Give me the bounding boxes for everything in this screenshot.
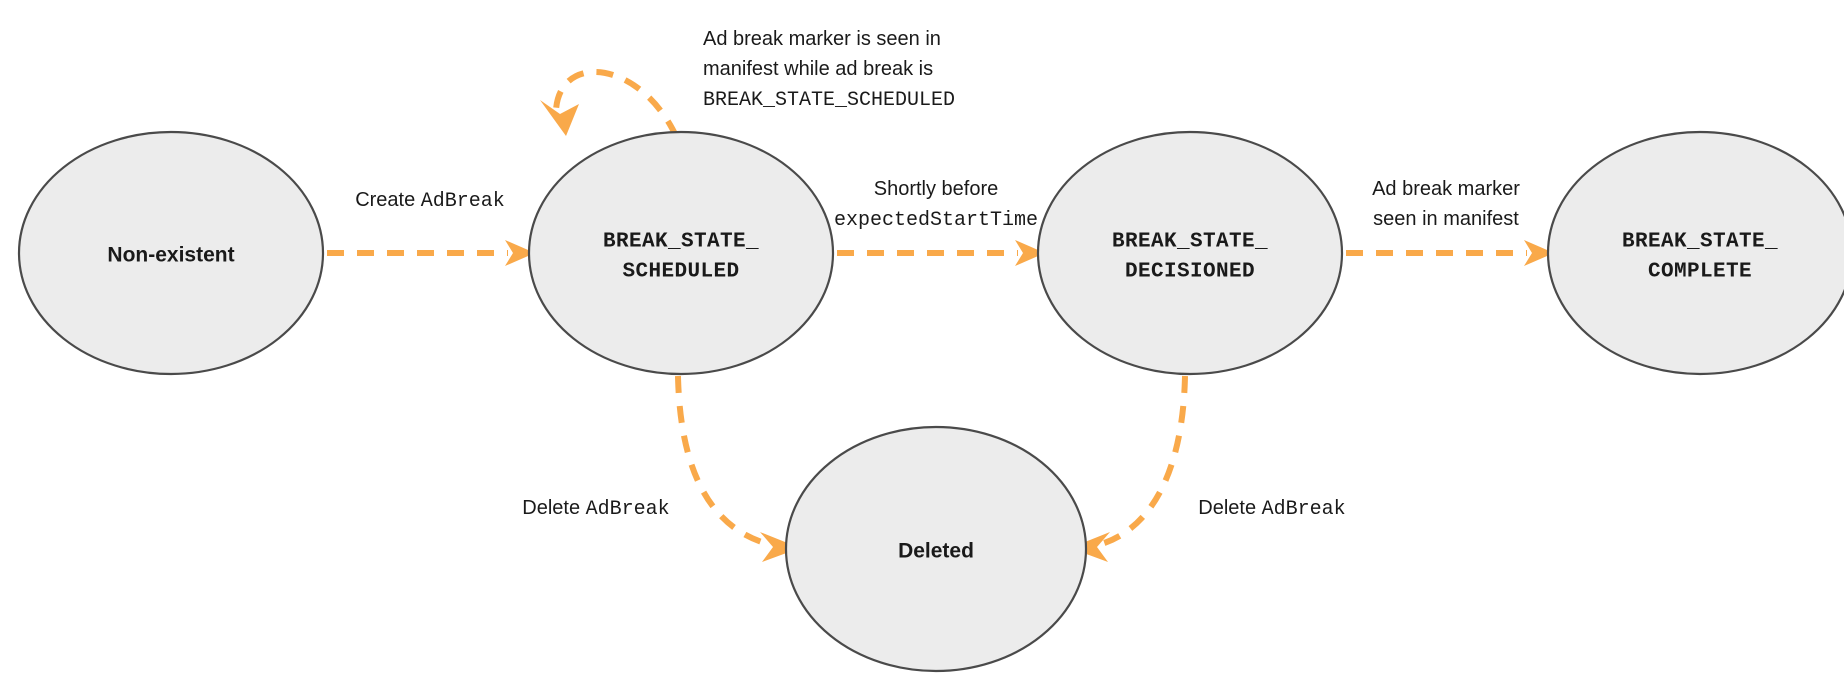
- node-non-existent[interactable]: Non-existent: [17, 130, 325, 376]
- node-shape: [527, 130, 835, 376]
- node-break-state-scheduled[interactable]: BREAK_STATE_ SCHEDULED: [527, 130, 835, 376]
- edge-label-delete-from-scheduled: Delete AdBreak: [522, 497, 669, 521]
- node-label: Non-existent: [107, 244, 234, 267]
- node-shape: [17, 130, 325, 376]
- arrowhead-icon: [540, 100, 579, 136]
- edge-label-line2: manifest while ad break is: [703, 58, 933, 80]
- edge-label-text: Create AdBreak: [355, 189, 505, 213]
- edge-delete-from-decisioned: [1070, 375, 1188, 562]
- label-part-sans: Delete: [1198, 497, 1261, 519]
- edge-delete-from-scheduled: [675, 375, 800, 562]
- label-part-sans: Create: [355, 189, 421, 211]
- label-part-mono: AdBreak: [586, 498, 670, 521]
- label-part-sans: Delete: [522, 497, 585, 519]
- label-part-mono: AdBreak: [1262, 498, 1346, 521]
- node-label-line2: COMPLETE: [1648, 261, 1752, 284]
- node-label-line2: DECISIONED: [1125, 261, 1255, 284]
- edge-marker-seen-in-manifest: [1346, 240, 1554, 266]
- edge-marker-seen-while-scheduled: [540, 69, 679, 138]
- arrowhead-icon: [1524, 240, 1554, 266]
- edge-label-create-adbreak: Create AdBreak: [355, 189, 505, 213]
- edge-self-loop-line: [553, 69, 679, 138]
- edge-create-adbreak: [327, 240, 535, 266]
- edge-label-marker-seen-while-scheduled: Ad break marker is seen in manifest whil…: [703, 28, 955, 112]
- node-break-state-complete[interactable]: BREAK_STATE_ COMPLETE: [1546, 130, 1844, 376]
- node-label-line1: BREAK_STATE_: [603, 231, 759, 254]
- edge-label-delete-from-decisioned: Delete AdBreak: [1198, 497, 1345, 521]
- edge-label-text: Delete AdBreak: [522, 497, 669, 521]
- edge-shortly-before: [837, 240, 1045, 266]
- node-shape: [1036, 130, 1344, 376]
- edge-line: [1097, 375, 1188, 548]
- edge-label-marker-seen-in-manifest: Ad break marker seen in manifest: [1372, 178, 1520, 230]
- arrowhead-icon: [1015, 240, 1045, 266]
- arrowhead-icon: [505, 240, 535, 266]
- edge-label-shortly-before: Shortly before expectedStartTime: [834, 178, 1038, 232]
- node-shape: [784, 425, 1088, 673]
- edge-label-line1: Shortly before: [874, 178, 999, 200]
- label-part-mono: AdBreak: [421, 190, 505, 213]
- edge-label-line3: BREAK_STATE_SCHEDULED: [703, 89, 955, 112]
- arrowhead-icon: [1070, 532, 1110, 562]
- node-label-line1: BREAK_STATE_: [1112, 231, 1268, 254]
- edge-line: [675, 375, 773, 548]
- node-label-line1: BREAK_STATE_: [1622, 231, 1778, 254]
- node-shape: [1546, 130, 1844, 376]
- node-break-state-decisioned[interactable]: BREAK_STATE_ DECISIONED: [1036, 130, 1344, 376]
- node-deleted[interactable]: Deleted: [784, 425, 1088, 673]
- arrowhead-icon: [760, 532, 800, 562]
- node-label: Deleted: [898, 540, 974, 563]
- edge-label-text: Delete AdBreak: [1198, 497, 1345, 521]
- node-label-line2: SCHEDULED: [622, 261, 739, 284]
- edge-label-line2: seen in manifest: [1373, 208, 1519, 230]
- edge-label-line1: Ad break marker: [1372, 178, 1520, 200]
- edge-label-line1: Ad break marker is seen in: [703, 28, 941, 50]
- edge-label-line2: expectedStartTime: [834, 209, 1038, 232]
